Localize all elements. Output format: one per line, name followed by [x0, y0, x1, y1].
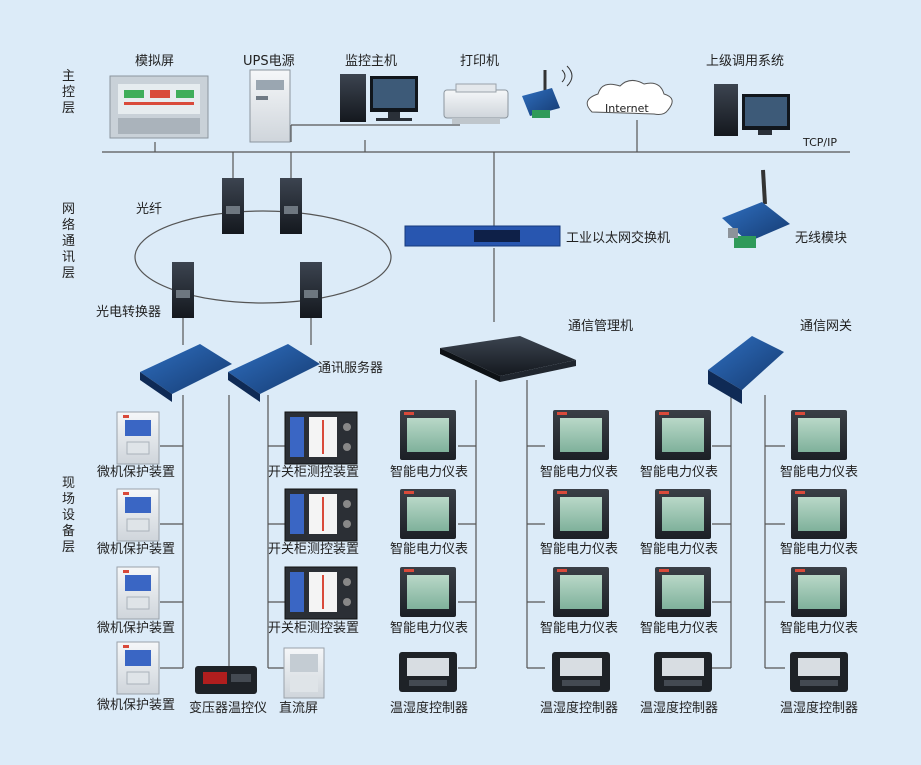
internet-cloud — [586, 80, 673, 115]
meter-label: 智能电力仪表 — [640, 621, 718, 636]
meter-label: 智能电力仪表 — [780, 542, 858, 557]
dc-panel — [283, 647, 325, 699]
layer-label-top: 主控层 — [62, 69, 75, 116]
power-meter — [400, 489, 456, 539]
meter-label: 智能电力仪表 — [390, 621, 468, 636]
layer-label-field: 现场设备层 — [62, 476, 75, 555]
ups-label: UPS电源 — [243, 54, 295, 69]
wireless-device-small — [522, 65, 573, 118]
tcpip-label: TCP/IP — [802, 136, 837, 149]
switchgear-label: 开关柜测控装置 — [268, 542, 359, 557]
temp-humidity-controller — [654, 652, 712, 692]
converter-label: 光电转换器 — [96, 305, 161, 320]
power-meter — [655, 567, 711, 617]
meter-label: 智能电力仪表 — [780, 465, 858, 480]
upper-system — [714, 84, 790, 136]
mimic-screen — [109, 75, 209, 139]
transformer-temp-label: 变压器温控仪 — [189, 700, 267, 716]
temp-humidity-controller — [399, 652, 457, 692]
power-meter — [553, 567, 609, 617]
power-meter — [553, 489, 609, 539]
switchgear-label: 开关柜测控装置 — [268, 465, 359, 480]
protection-label: 微机保护装置 — [97, 542, 175, 557]
dc-panel-label: 直流屏 — [279, 701, 318, 716]
temp-humidity-controller — [552, 652, 610, 692]
switch-label: 工业以太网交换机 — [566, 230, 670, 246]
power-meter — [655, 489, 711, 539]
internet-label: Internet — [605, 102, 649, 115]
ethernet-switch — [404, 225, 561, 247]
comm-server-label: 通讯服务器 — [318, 360, 383, 376]
fiber-converter — [172, 178, 322, 318]
gateway-label: 通信网关 — [800, 319, 852, 334]
temp-humidity-label: 温湿度控制器 — [640, 700, 718, 716]
meter-label: 智能电力仪表 — [540, 465, 618, 480]
layer-label-network: 网络通讯层 — [62, 202, 75, 281]
meter-label: 智能电力仪表 — [390, 465, 468, 480]
host-label: 监控主机 — [345, 54, 397, 69]
wireless-module — [722, 169, 790, 248]
switchgear-label: 开关柜测控装置 — [268, 621, 359, 636]
comm-server — [140, 344, 320, 402]
field-devices: 微机保护装置微机保护装置微机保护装置微机保护装置开关柜测控装置开关柜测控装置开关… — [97, 410, 858, 716]
temp-humidity-label: 温湿度控制器 — [780, 700, 858, 716]
protection-label: 微机保护装置 — [97, 621, 175, 636]
upper-system-label: 上级调用系统 — [706, 54, 784, 69]
protection-device — [116, 641, 160, 695]
meter-label: 智能电力仪表 — [390, 542, 468, 557]
transformer-temp-controller — [195, 666, 257, 694]
meter-label: 智能电力仪表 — [540, 621, 618, 636]
protection-device — [116, 488, 160, 542]
temp-humidity-controller — [790, 652, 848, 692]
meter-label: 智能电力仪表 — [640, 542, 718, 557]
protection-device — [116, 411, 160, 465]
protection-label: 微机保护装置 — [97, 465, 175, 480]
power-meter — [400, 567, 456, 617]
wireless-label: 无线模块 — [795, 231, 847, 246]
comm-gateway — [708, 336, 784, 404]
mimic-label: 模拟屏 — [135, 54, 174, 69]
switchgear-device — [284, 488, 358, 542]
power-meter — [791, 489, 847, 539]
comm-manager-label: 通信管理机 — [568, 319, 633, 334]
power-meter — [553, 410, 609, 460]
switchgear-device — [284, 411, 358, 465]
comm-manager — [440, 336, 576, 382]
power-meter — [400, 410, 456, 460]
layer-labels: 主控层 网络通讯层 现场设备层 — [62, 69, 75, 555]
fiber-label: 光纤 — [136, 202, 162, 217]
temp-humidity-label: 温湿度控制器 — [540, 700, 618, 716]
printer — [443, 83, 509, 124]
monitoring-host — [340, 74, 418, 122]
power-meter — [791, 567, 847, 617]
meter-label: 智能电力仪表 — [780, 621, 858, 636]
meter-label: 智能电力仪表 — [540, 542, 618, 557]
protection-label: 微机保护装置 — [97, 698, 175, 713]
temp-humidity-label: 温湿度控制器 — [390, 700, 468, 716]
meter-label: 智能电力仪表 — [640, 465, 718, 480]
power-meter — [655, 410, 711, 460]
protection-device — [116, 566, 160, 620]
connection-lines — [102, 120, 850, 669]
printer-label: 打印机 — [460, 54, 499, 69]
power-meter — [791, 410, 847, 460]
ups-unit — [249, 69, 291, 143]
switchgear-device — [284, 566, 358, 620]
